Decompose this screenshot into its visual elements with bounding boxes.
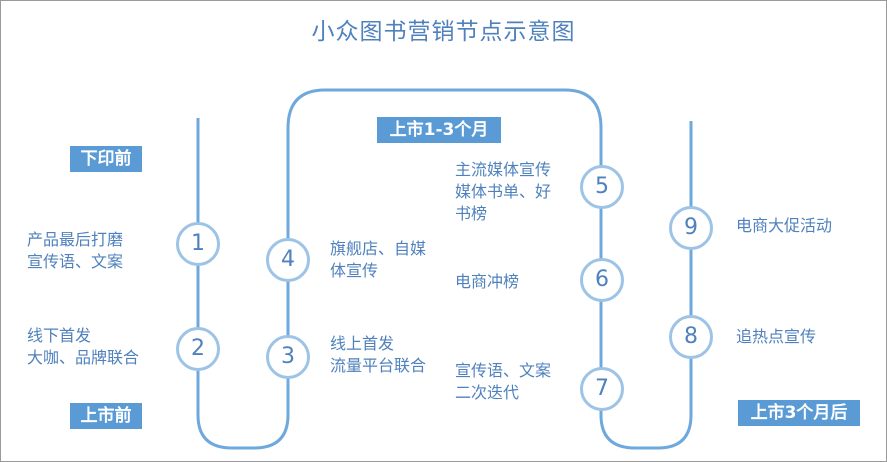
node-9-line-1: 电商大促活动 bbox=[736, 216, 833, 235]
node-1-label: 产品最后打磨 宣传语、文案 bbox=[27, 229, 123, 273]
node-5-label: 主流媒体宣传 媒体书单、好 书榜 bbox=[455, 159, 551, 225]
node-3-line-2: 流量平台联合 bbox=[330, 356, 427, 375]
node-1: 1 bbox=[176, 222, 220, 266]
node-6: 6 bbox=[580, 258, 624, 302]
node-2-label: 线下首发 大咖、品牌联合 bbox=[27, 325, 139, 369]
tag-before-launch: 上市前 bbox=[70, 403, 142, 429]
node-7-label: 宣传语、文案 二次迭代 bbox=[455, 360, 551, 404]
node-1-line-2: 宣传语、文案 bbox=[27, 252, 124, 271]
flow-line bbox=[196, 88, 693, 450]
node-7-line-2: 二次迭代 bbox=[455, 383, 520, 402]
node-4-label: 旗舰店、自媒 体宣传 bbox=[330, 238, 426, 282]
node-3-label: 线上首发 流量平台联合 bbox=[330, 333, 426, 377]
node-3-line-1: 线上首发 bbox=[330, 334, 395, 353]
node-2: 2 bbox=[176, 327, 220, 371]
tag-after-3-months: 上市3个月后 bbox=[738, 400, 860, 426]
node-1-line-1: 产品最后打磨 bbox=[27, 230, 124, 249]
node-4-line-1: 旗舰店、自媒 bbox=[330, 239, 427, 258]
node-3: 3 bbox=[266, 335, 310, 379]
node-5-line-3: 书榜 bbox=[455, 204, 488, 223]
node-9: 9 bbox=[669, 206, 713, 250]
node-5-line-1: 主流媒体宣传 bbox=[455, 160, 552, 179]
node-2-line-1: 线下首发 bbox=[27, 326, 92, 345]
node-4: 4 bbox=[266, 238, 310, 282]
tag-before-print: 下印前 bbox=[70, 146, 142, 172]
node-6-line-1: 电商冲榜 bbox=[455, 272, 520, 291]
node-9-label: 电商大促活动 bbox=[736, 215, 832, 237]
node-8-label: 追热点宣传 bbox=[736, 326, 816, 348]
node-8-line-1: 追热点宣传 bbox=[736, 327, 817, 346]
node-8: 8 bbox=[669, 315, 713, 359]
node-4-line-2: 体宣传 bbox=[330, 261, 379, 280]
node-7: 7 bbox=[580, 367, 624, 411]
node-5: 5 bbox=[580, 165, 624, 209]
diagram-title: 小众图书营销节点示意图 bbox=[311, 19, 576, 45]
node-7-line-1: 宣传语、文案 bbox=[455, 361, 552, 380]
tag-month-1-3: 上市1-3个月 bbox=[377, 117, 501, 143]
node-6-label: 电商冲榜 bbox=[455, 271, 519, 293]
node-5-line-2: 媒体书单、好 bbox=[455, 182, 552, 201]
node-2-line-2: 大咖、品牌联合 bbox=[27, 348, 140, 367]
